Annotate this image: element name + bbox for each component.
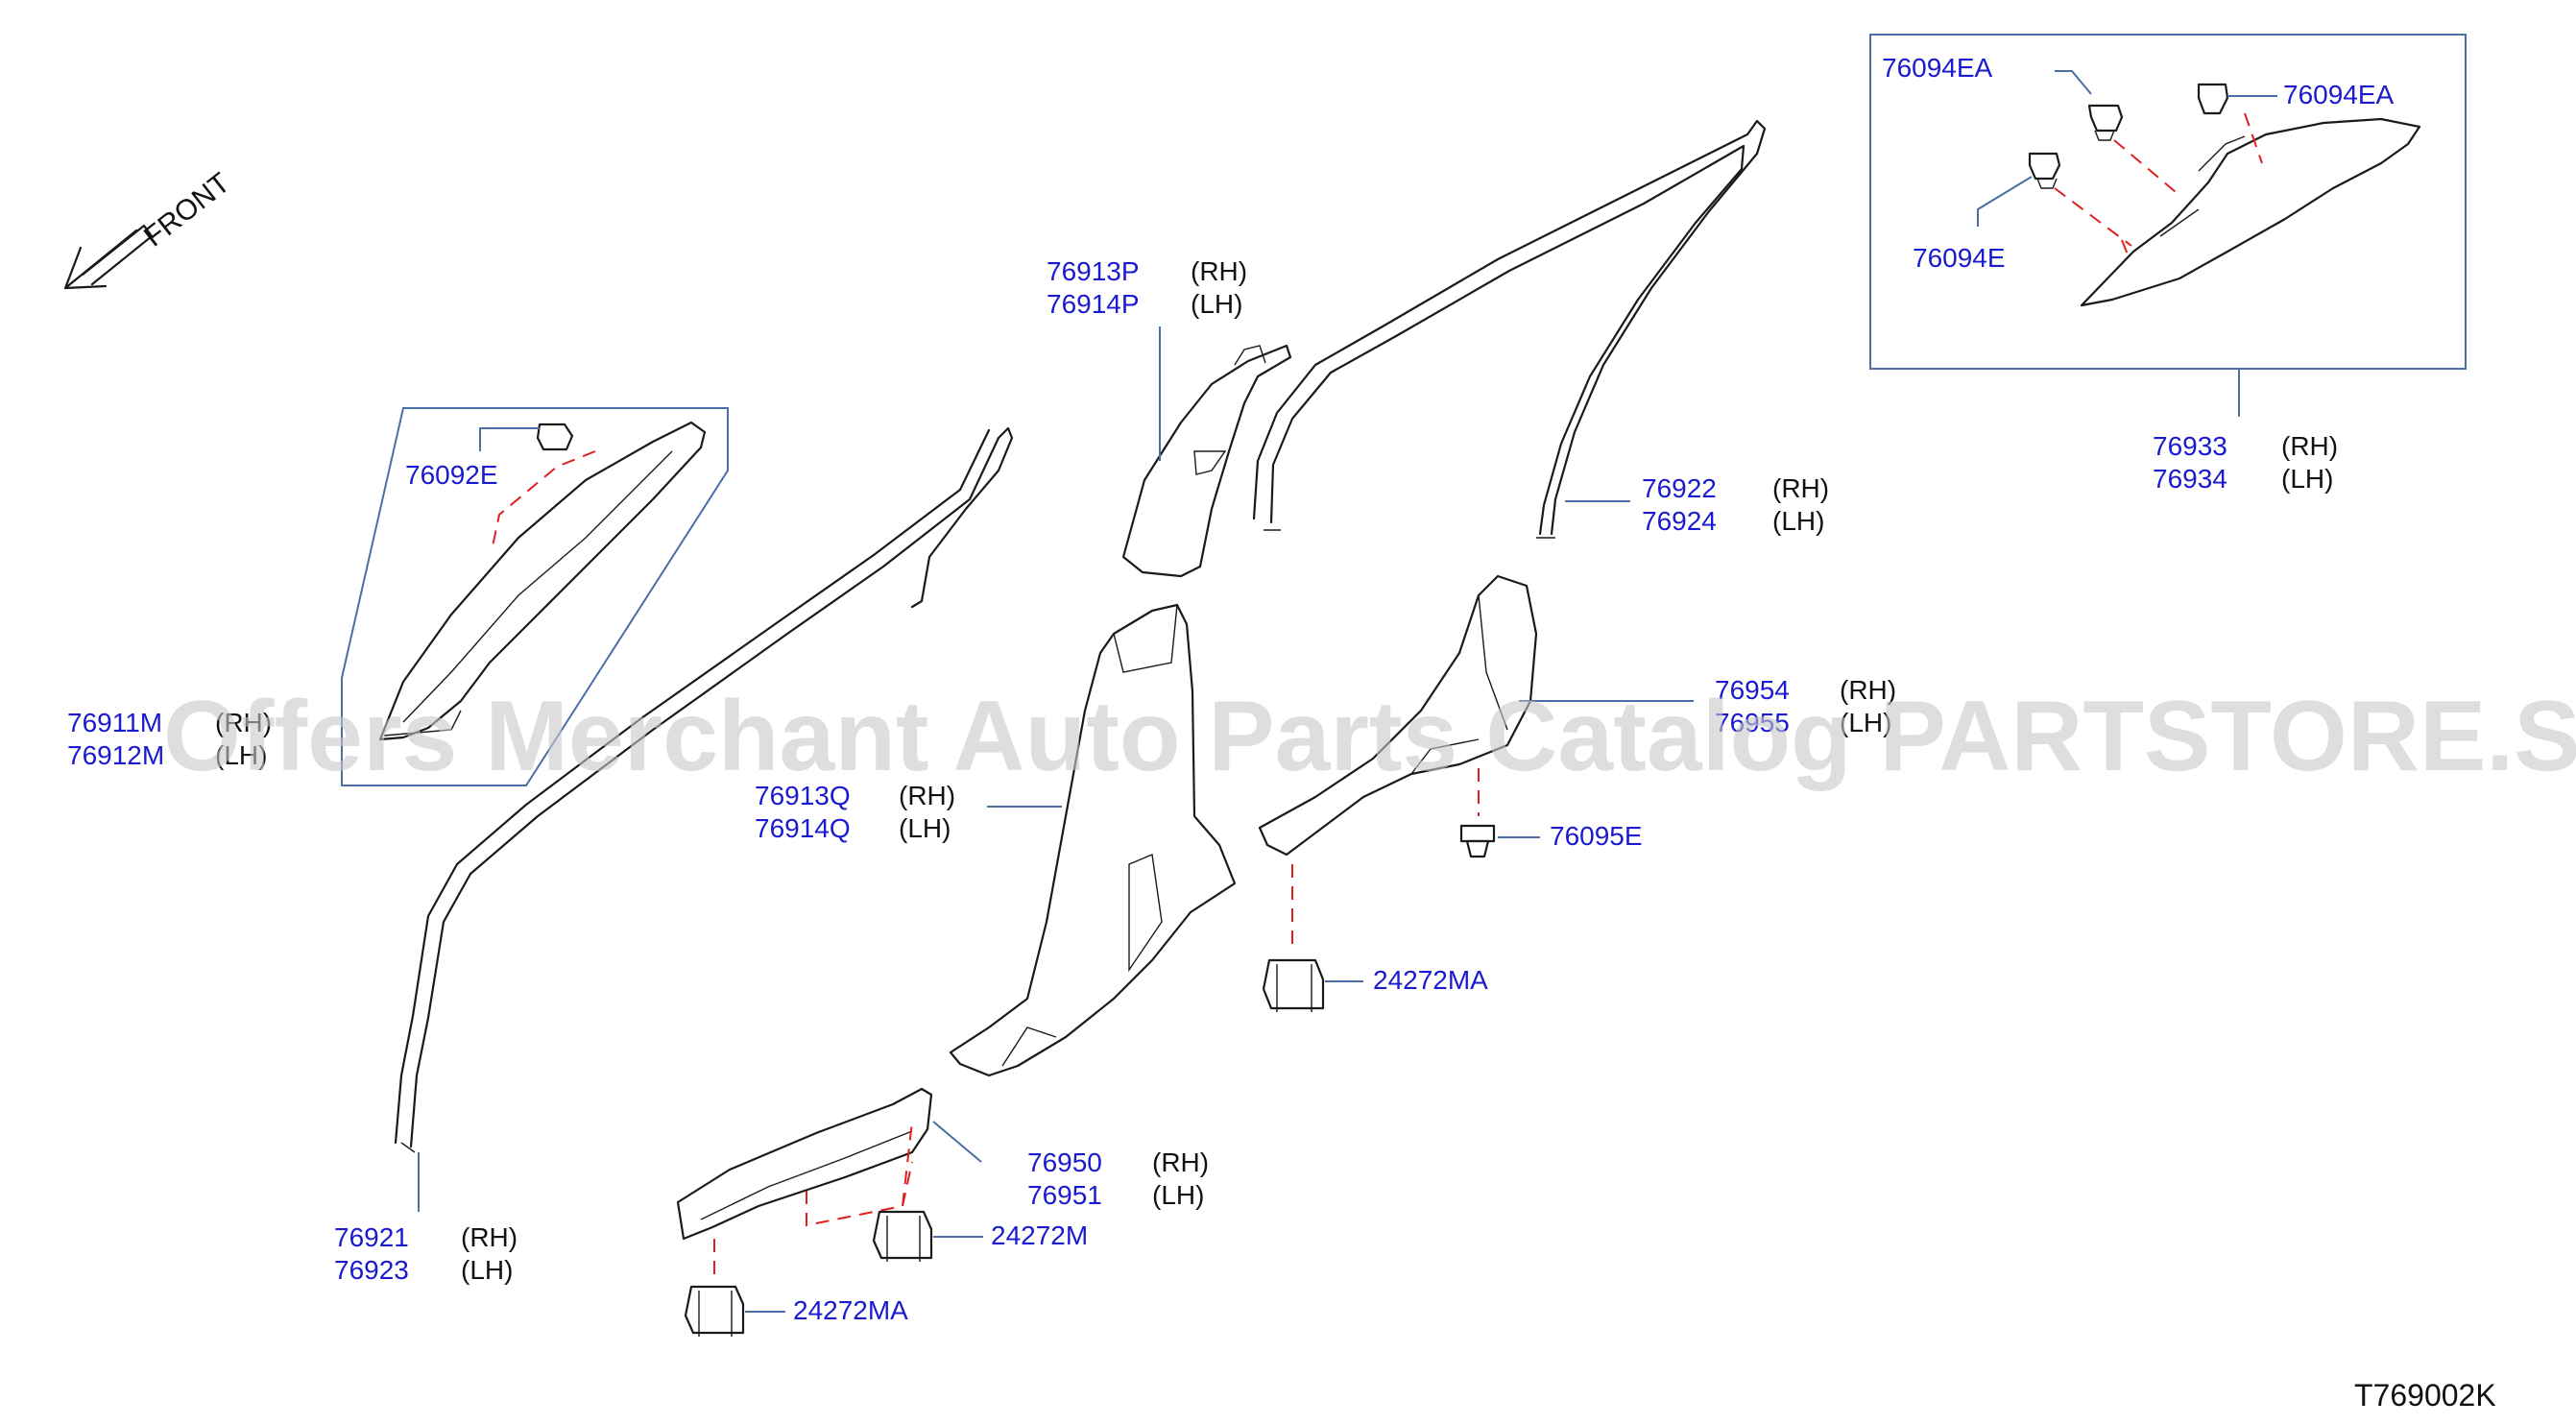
part-number-76094EA-a[interactable]: 76094EA — [1882, 53, 1993, 83]
diagram-code: T769002K — [2354, 1378, 2496, 1413]
a-pillar-trim-shape — [378, 421, 707, 741]
part-number-76913Q[interactable]: 76913Q — [755, 781, 851, 810]
side-76955: (LH) — [1840, 708, 1891, 737]
clip-24272MA-a-icon — [1262, 958, 1325, 1012]
side-76913P: (RH) — [1191, 256, 1247, 286]
side-76954: (RH) — [1840, 675, 1896, 705]
clip-24272M-icon — [872, 1210, 933, 1262]
part-number-76911M[interactable]: 76911M — [67, 708, 162, 737]
side-76922: (RH) — [1772, 473, 1829, 503]
part-number-76092E[interactable]: 76092E — [405, 460, 498, 490]
part-number-76095E[interactable]: 76095E — [1550, 821, 1643, 851]
part-number-76933[interactable]: 76933 — [2153, 431, 2227, 461]
side-76912M: (LH) — [215, 740, 267, 770]
side-76923: (LH) — [461, 1255, 513, 1285]
clip-24272MA-b-icon — [684, 1285, 745, 1337]
part-number-76921[interactable]: 76921 — [334, 1222, 409, 1252]
detail-box-76911M — [341, 407, 729, 786]
part-number-76924[interactable]: 76924 — [1642, 506, 1717, 536]
side-76913Q: (RH) — [899, 781, 955, 810]
side-76924: (LH) — [1772, 506, 1824, 536]
side-76933: (RH) — [2281, 431, 2338, 461]
part-number-76912M[interactable]: 76912M — [67, 740, 164, 770]
clip-76092E-icon — [536, 423, 574, 451]
detail-box-76933 — [1869, 34, 2467, 370]
part-number-76954[interactable]: 76954 — [1715, 675, 1790, 705]
part-number-76922[interactable]: 76922 — [1642, 473, 1717, 503]
part-number-76950[interactable]: 76950 — [1027, 1147, 1102, 1177]
side-76911M: (RH) — [215, 708, 272, 737]
rear-pillar-trim-shape — [2080, 117, 2421, 307]
part-number-76094E[interactable]: 76094E — [1913, 243, 2006, 273]
leader-76092E — [479, 427, 540, 451]
part-number-76923[interactable]: 76923 — [334, 1255, 409, 1285]
front-label: FRONT — [138, 167, 236, 254]
part-number-76955[interactable]: 76955 — [1715, 708, 1790, 737]
watermark: Offers Merchant Auto Parts Catalog PARTS… — [163, 681, 2576, 792]
part-number-76951[interactable]: 76951 — [1027, 1180, 1102, 1210]
leader-76950 — [932, 1121, 982, 1163]
leader-76094E — [1977, 176, 2033, 227]
part-number-76914Q[interactable]: 76914Q — [755, 813, 851, 843]
side-76950: (RH) — [1152, 1147, 1209, 1177]
front-kicking-plate-shape — [676, 1087, 933, 1241]
leader-76094EA-a — [2055, 70, 2092, 95]
side-76914P: (LH) — [1191, 289, 1242, 319]
rear-kicking-plate-shape — [1258, 574, 1538, 857]
weatherstrip-76922-shape — [1252, 119, 1767, 539]
front-arrow-icon — [63, 224, 154, 290]
part-number-76094EA-b[interactable]: 76094EA — [2283, 80, 2395, 109]
side-76951: (LH) — [1152, 1180, 1204, 1210]
part-number-24272MA-b[interactable]: 24272MA — [793, 1295, 908, 1325]
part-number-76934[interactable]: 76934 — [2153, 464, 2227, 494]
side-76934: (LH) — [2281, 464, 2333, 494]
side-76914Q: (LH) — [899, 813, 951, 843]
upper-b-pillar-trim-shape — [1121, 344, 1292, 578]
part-number-76913P[interactable]: 76913P — [1047, 256, 1140, 286]
part-number-76914P[interactable]: 76914P — [1047, 289, 1140, 319]
side-76921: (RH) — [461, 1222, 518, 1252]
clip-76095E-icon — [1459, 824, 1496, 858]
weatherstrip-76921-shape — [394, 426, 1014, 1153]
clip-icon — [2028, 83, 2229, 189]
lower-b-pillar-trim-shape — [949, 603, 1237, 1077]
part-number-24272MA-a[interactable]: 24272MA — [1373, 965, 1488, 995]
part-number-24272M[interactable]: 24272M — [991, 1220, 1088, 1250]
